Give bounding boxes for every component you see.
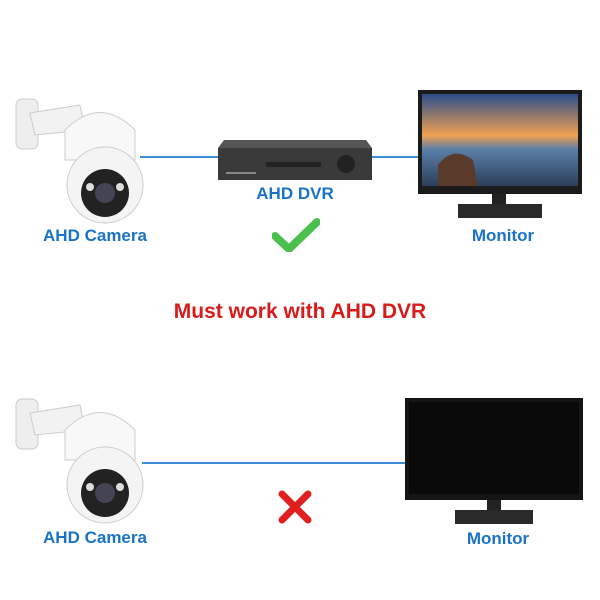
dvr-label: AHD DVR bbox=[256, 184, 334, 203]
connection-line bbox=[140, 156, 220, 158]
monitor-icon bbox=[405, 398, 583, 524]
connection-line bbox=[142, 462, 407, 464]
monitor-label: Monitor bbox=[471, 226, 535, 245]
headline: Must work with AHD DVR bbox=[173, 300, 427, 323]
dvr-icon bbox=[218, 140, 372, 180]
monitor-icon bbox=[418, 90, 582, 218]
camera-icon bbox=[15, 398, 144, 524]
check-icon bbox=[272, 218, 320, 252]
monitor-label: Monitor bbox=[466, 529, 530, 548]
cross-icon bbox=[278, 490, 312, 524]
camera-label: AHD Camera bbox=[43, 226, 147, 245]
camera-icon bbox=[15, 98, 144, 224]
connection-line bbox=[370, 156, 422, 158]
camera-label: AHD Camera bbox=[43, 528, 147, 547]
